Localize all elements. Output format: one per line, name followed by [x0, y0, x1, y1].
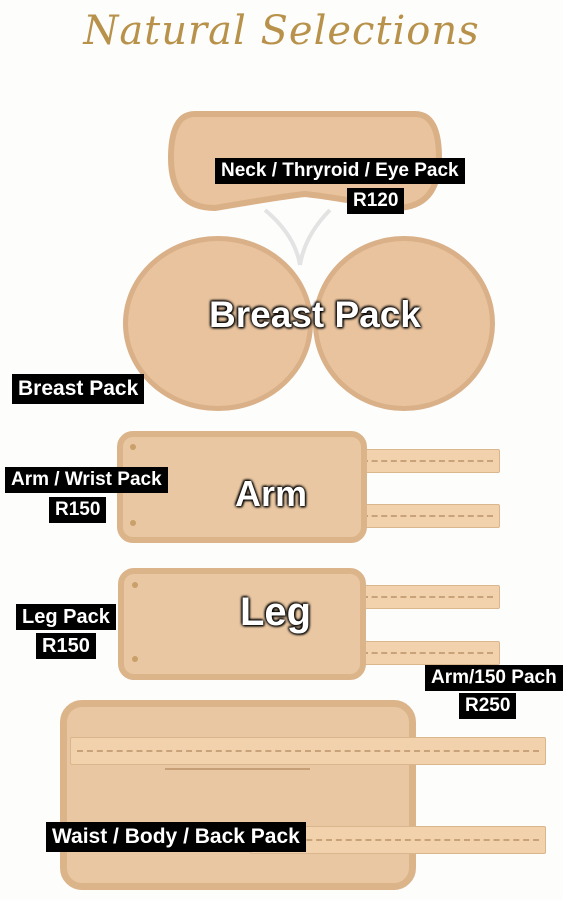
title: Natural Selections [83, 8, 480, 54]
leg-pack-label: Leg Pack [16, 604, 116, 630]
arm-strap-top [355, 449, 500, 473]
leg-pack-price: R150 [36, 633, 96, 659]
leg-button-top [132, 582, 138, 588]
breast-pad-left [123, 236, 313, 411]
arm-button-bottom [130, 520, 136, 526]
breast-pack-label: Breast Pack [12, 374, 145, 404]
waist-strap-top [70, 737, 546, 765]
leg-strap-top [355, 585, 500, 609]
eye-pack-label: Neck / Thryroid / Eye Pack [215, 158, 465, 184]
arm-pack-label: Arm / Wrist Pack [5, 467, 168, 493]
breast-pack-overlay: Breast Pack [209, 294, 421, 335]
eye-pack-price: R120 [347, 188, 405, 214]
arm-pack-price: R150 [49, 497, 107, 523]
waist-pack-label: Waist / Body / Back Pack [46, 822, 306, 852]
arm150-label: Arm/150 Pach [425, 665, 563, 691]
leg-strap-bottom [355, 641, 500, 665]
waist-pack-image [60, 700, 416, 890]
eye-pack-strings [263, 208, 332, 266]
waist-zipper [165, 768, 310, 770]
leg-overlay: Leg [240, 590, 312, 634]
arm-button-top [130, 444, 136, 450]
leg-pack-image [118, 568, 366, 680]
arm-overlay: Arm [235, 473, 308, 514]
arm-strap-bottom [355, 504, 500, 528]
leg-button-bottom [132, 656, 138, 662]
arm150-price: R250 [459, 693, 517, 719]
breast-pad-right [313, 236, 495, 411]
